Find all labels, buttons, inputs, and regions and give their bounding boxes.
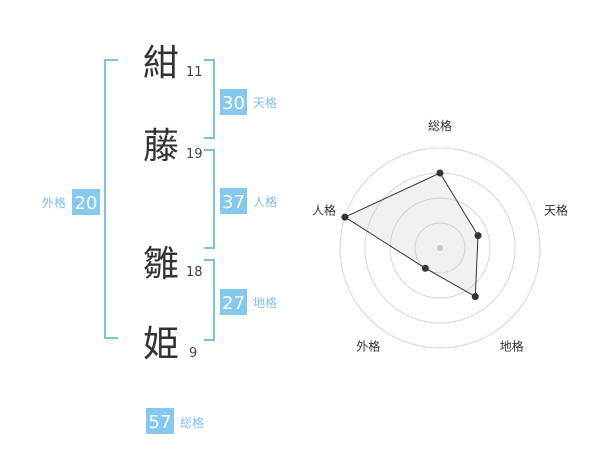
radar-point-2: [474, 232, 482, 240]
radar-ring-2: [389, 197, 491, 299]
tenkaku-bracket: [204, 59, 215, 139]
radar-polygon: [343, 172, 479, 298]
chikaku-bracket: [204, 259, 215, 341]
name-char-3: 雛: [143, 244, 179, 285]
gaikaku-badge: 20 外格: [42, 189, 100, 215]
radar-axis-label-1: 総格: [428, 118, 452, 133]
jinkaku-label: 人格: [253, 194, 277, 209]
gaikaku-bracket: [104, 59, 118, 339]
soukaku-value: 57: [149, 412, 172, 433]
jinkaku-bracket: [204, 149, 215, 249]
jinkaku-badge: 37 人格: [220, 188, 277, 214]
soukaku-label: 総格: [180, 415, 204, 430]
chikaku-badge: 27 地格: [220, 289, 277, 315]
tenkaku-label: 天格: [253, 95, 277, 110]
radar-axis-label-5: 人格: [312, 202, 336, 217]
gaikaku-value: 20: [75, 193, 98, 214]
stroke-count-1: 11: [186, 65, 203, 80]
radar-point-4: [421, 264, 429, 272]
chikaku-value: 27: [222, 293, 245, 314]
radar-point-1: [436, 169, 444, 177]
name-char-2: 藤: [143, 126, 179, 167]
name-char-1: 紺: [143, 43, 179, 84]
radar-points: [341, 169, 482, 301]
tenkaku-value: 30: [222, 93, 245, 114]
tenkaku-badge: 30 天格: [220, 89, 277, 115]
radar-center-dot: [437, 245, 443, 251]
stroke-count-2: 19: [186, 147, 203, 162]
gaikaku-label: 外格: [42, 195, 66, 210]
radar-rings: [339, 147, 541, 349]
radar-ring-1: [414, 222, 466, 274]
name-char-4: 姫: [143, 324, 179, 365]
radar-axis-label-4: 外格: [356, 339, 380, 354]
soukaku-badge: 57 総格: [146, 408, 204, 434]
stroke-count-4: 9: [189, 346, 197, 361]
radar-axis-label-2: 天格: [544, 202, 568, 217]
radar-axis-label-3: 地格: [500, 339, 524, 354]
radar-point-5: [341, 213, 349, 221]
radar-point-3: [471, 293, 479, 301]
jinkaku-value: 37: [222, 192, 245, 213]
stroke-count-3: 18: [186, 265, 203, 280]
radar-ring-4: [339, 147, 541, 349]
chikaku-label: 地格: [253, 295, 277, 310]
